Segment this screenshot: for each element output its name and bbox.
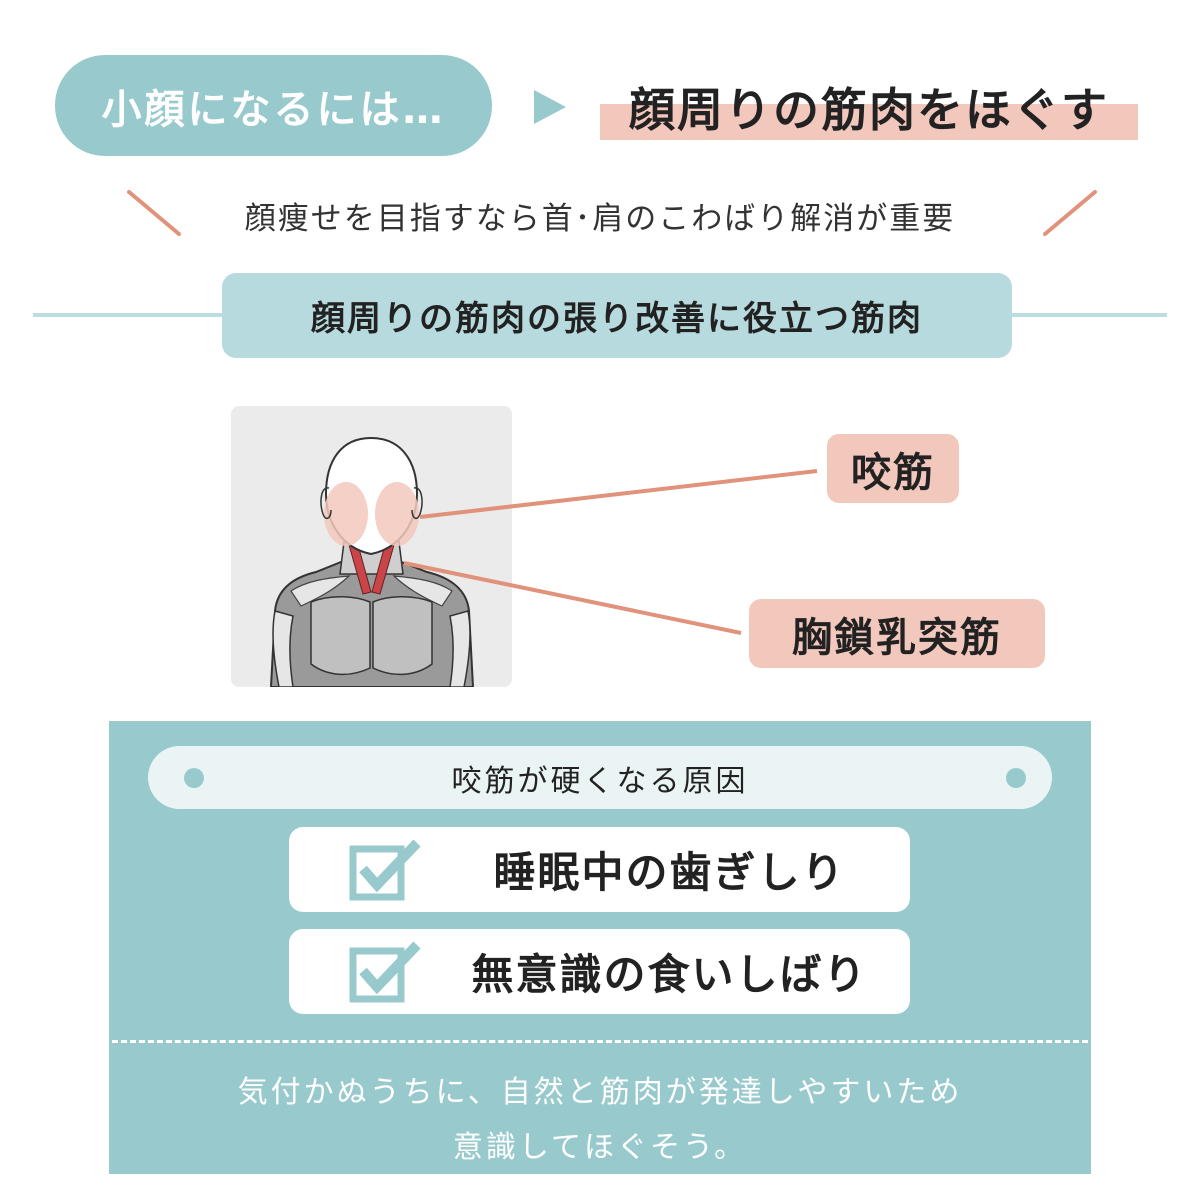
slash-decoration-right [1043,190,1097,236]
checkbox-checked-icon [349,839,421,901]
cause-item-label: 睡眠中の歯ぎしり [493,848,846,897]
torso [269,557,475,687]
muscle-label-text: 咬筋 [851,449,935,496]
section-title-pill: 顔周りの筋肉の張り改善に役立つ筋肉 [222,273,1012,358]
cause-note-line-1: 気付かぬうちに、自然と筋肉が発達しやすいため [237,1075,963,1110]
cause-header: 咬筋が硬くなる原因 [148,746,1052,809]
subtitle: 顔痩せを目指すなら首･肩のこわばり解消が重要 [244,201,956,237]
chest-right [372,596,433,676]
muscle-label-scm: 胸鎖乳突筋 [749,599,1045,668]
cause-item: 無意識の食いしばり [289,929,910,1014]
play-triangle-icon [534,90,566,124]
cause-item: 睡眠中の歯ぎしり [289,827,910,912]
cause-title: 咬筋が硬くなる原因 [451,763,749,799]
chest-left [310,596,371,676]
title-highlight [600,104,1138,140]
lead-pill: 小顔になるには… [55,55,492,156]
page-title: 顔周りの筋肉をほぐす [629,83,1109,137]
cause-item-label: 無意識の食いしばり [471,950,868,999]
section-title: 顔周りの筋肉の張り改善に役立つ筋肉 [311,299,923,339]
muscle-label-text: 胸鎖乳突筋 [792,614,1002,661]
checkbox-checked-icon [349,941,421,1003]
muscle-label-masseter: 咬筋 [827,434,959,503]
dot-decoration-left [184,768,204,788]
cause-note-line-2: 意識してほぐそう。 [452,1130,748,1165]
slash-decoration-left [127,190,181,236]
dot-decoration-right [1006,768,1026,788]
masseter-right [375,482,419,546]
lead-text: 小顔になるには… [101,86,446,133]
dashed-divider [112,1040,1088,1043]
neck-muscle-illustration [231,406,512,687]
masseter-left [324,482,368,546]
